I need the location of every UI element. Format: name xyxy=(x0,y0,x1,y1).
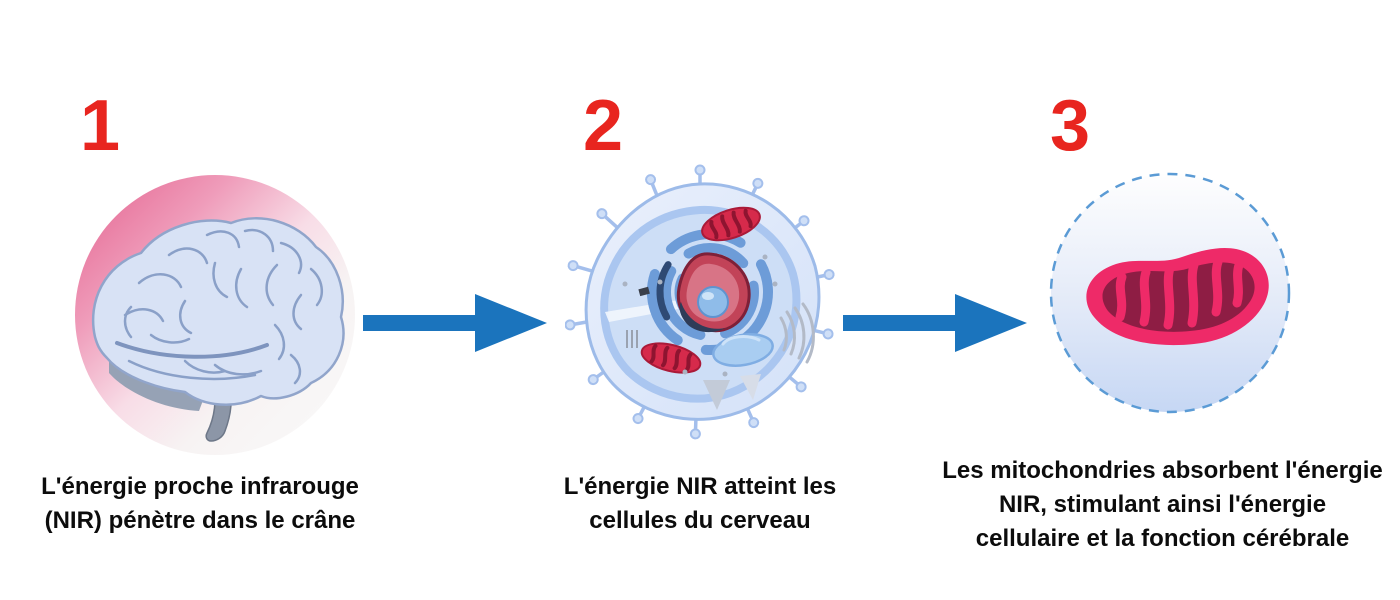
step-number-2: 2 xyxy=(583,86,624,166)
step-number-3: 3 xyxy=(1050,86,1091,166)
golgi-apparatus xyxy=(779,302,815,364)
step-caption-2: L'énergie NIR atteint les cellules du ce… xyxy=(520,470,880,538)
mitochondrion-body xyxy=(1086,248,1269,346)
right-arrow-icon xyxy=(843,294,1027,352)
mitochondria-illustration xyxy=(1049,172,1291,414)
mitochondrion-upper xyxy=(701,206,761,242)
step-caption-3: Les mitochondries absorbent l'énergie NI… xyxy=(915,454,1400,556)
caption-line: NIR, stimulant ainsi l'énergie xyxy=(998,491,1327,518)
cytoplasm-granules xyxy=(622,254,778,377)
cut-plane-wedges xyxy=(703,374,761,410)
vacuole xyxy=(712,333,774,367)
step-caption-1: L'énergie proche infrarouge (NIR) pénètr… xyxy=(5,470,395,538)
brain-cortex xyxy=(91,217,345,406)
cell-surface-spikes xyxy=(565,164,835,440)
brain-nir-illustration xyxy=(75,175,355,455)
caption-line: Les mitochondries absorbent l'énergie xyxy=(942,457,1383,484)
nucleolus xyxy=(697,286,729,318)
caption-line: (NIR) pénètre dans le crâne xyxy=(44,507,356,534)
right-arrow-icon xyxy=(363,294,547,352)
caption-line: L'énergie NIR atteint les xyxy=(563,473,837,500)
cell-nucleus xyxy=(676,252,751,333)
caption-line: cellulaire et la fonction cérébrale xyxy=(975,525,1350,552)
caption-line: cellules du cerveau xyxy=(589,507,811,534)
step-number-1: 1 xyxy=(80,86,121,166)
brain-cell-illustration xyxy=(565,164,835,440)
caption-line: L'énergie proche infrarouge xyxy=(41,473,359,500)
mitochondrion-lower xyxy=(640,342,702,374)
mitochondrion-cristae xyxy=(1115,257,1244,330)
centrioles xyxy=(626,286,650,348)
